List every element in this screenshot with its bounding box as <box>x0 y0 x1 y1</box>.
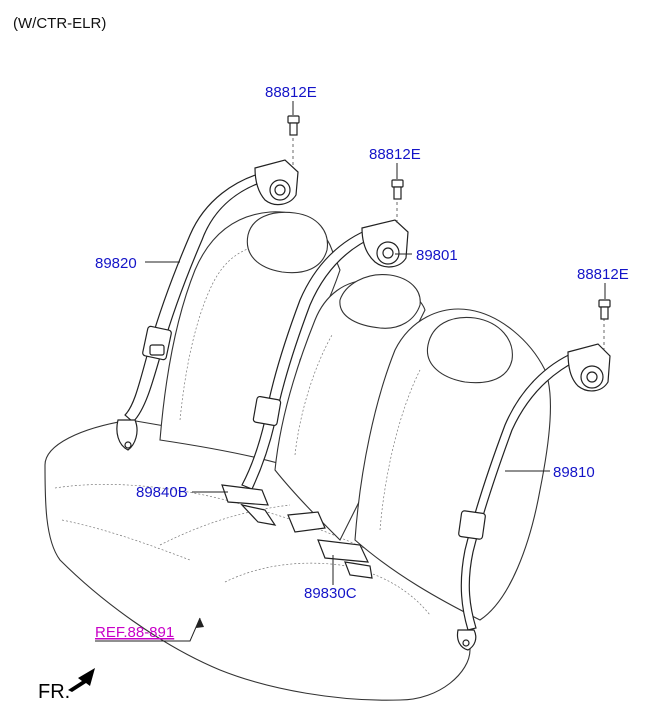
callout-bolt-left: 88812E <box>265 84 317 101</box>
callout-buckle-left: 89840B <box>136 484 188 501</box>
front-label: FR. <box>38 681 70 703</box>
reference-arrowhead <box>196 618 204 628</box>
callout-retractor-center: 89801 <box>416 247 458 264</box>
belt-right-assembly <box>456 318 611 651</box>
belt-left-assembly <box>116 132 299 451</box>
callout-bolt-right: 88812E <box>577 266 629 283</box>
buckle-left <box>221 484 277 526</box>
buckle-center <box>287 511 373 579</box>
callout-belt-left: 89820 <box>95 255 137 272</box>
bolt-left <box>287 115 300 136</box>
leader-reference <box>95 617 201 642</box>
front-arrow-icon <box>68 668 95 692</box>
callout-bolt-center: 88812E <box>369 146 421 163</box>
bolt-center <box>391 179 404 200</box>
callout-reference[interactable]: REF.88-891 <box>95 624 174 641</box>
front-direction-indicator: FR. <box>38 668 95 703</box>
bolt-right <box>598 299 611 320</box>
callout-buckle-center: 89830C <box>304 585 357 602</box>
seat-back-center <box>274 274 426 541</box>
headrest-left <box>246 211 328 274</box>
variant-header: (W/CTR-ELR) <box>13 15 106 32</box>
callout-belt-right: 89810 <box>553 464 595 481</box>
seat-back-right <box>354 308 551 621</box>
